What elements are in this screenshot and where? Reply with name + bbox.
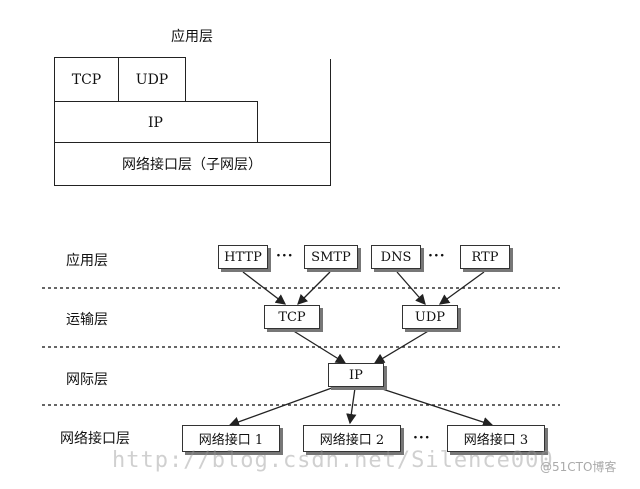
network-interface-3-box: 网络接口 3	[447, 425, 545, 452]
brand-label: @51CTO博客	[540, 460, 617, 474]
app-ellipsis-1: ···	[276, 248, 294, 264]
stack-application-layer: 应用层	[53, 12, 331, 59]
http-box: HTTP	[218, 245, 268, 269]
arrow-ip-iface3	[369, 384, 494, 428]
app-ellipsis-2: ···	[428, 248, 446, 264]
ip-label: IP	[349, 367, 363, 383]
layer-label-transport: 运输层	[66, 312, 108, 328]
protocol-stack-diagram: 应用层 TCP UDP IP 网络接口层（子网层）	[53, 12, 331, 186]
arrow-smtp-tcp	[297, 271, 331, 305]
smtp-label: SMTP	[311, 249, 351, 265]
udp-label: UDP	[414, 309, 446, 325]
tcp-label: TCP	[278, 309, 306, 325]
dns-box: DNS	[371, 245, 421, 269]
arrow-dns-udp	[396, 271, 426, 305]
tcp-box: TCP	[264, 305, 320, 329]
arrow-http-tcp	[242, 271, 287, 305]
rtp-label: RTP	[471, 249, 499, 265]
dns-label: DNS	[380, 249, 412, 265]
arrow-rtp-udp	[438, 271, 485, 305]
layer-label-internet: 网际层	[66, 372, 108, 388]
stack-udp-cell: UDP	[118, 57, 186, 103]
layer-label-network-interface: 网络接口层	[60, 431, 130, 447]
network-interface-1-label: 网络接口 1	[198, 433, 264, 448]
ip-box: IP	[328, 363, 384, 387]
http-label: HTTP	[224, 249, 262, 265]
network-interface-2-box: 网络接口 2	[303, 425, 401, 452]
arrow-ip-iface1	[228, 384, 341, 427]
interface-ellipsis: ···	[413, 430, 431, 446]
stack-network-interface-cell: 网络接口层（子网层）	[53, 142, 331, 186]
stack-ip-label: IP	[148, 114, 163, 131]
smtp-box: SMTP	[304, 245, 358, 269]
watermark-url: http://blog.csdn.net/Silence000	[112, 448, 554, 473]
stack-udp-label: UDP	[135, 72, 169, 88]
arrow-udp-ip	[373, 329, 431, 364]
arrow-tcp-ip	[291, 329, 347, 364]
udp-box: UDP	[402, 305, 458, 329]
network-interface-3-label: 网络接口 3	[463, 433, 529, 448]
network-interface-1-box: 网络接口 1	[182, 425, 280, 452]
network-interface-2-label: 网络接口 2	[319, 433, 385, 448]
stack-tcp-label: TCP	[71, 72, 102, 88]
layer-label-application: 应用层	[66, 253, 108, 269]
stack-application-label: 应用层	[171, 28, 213, 45]
rtp-box: RTP	[460, 245, 510, 269]
stack-network-interface-label: 网络接口层（子网层）	[122, 157, 262, 173]
arrow-ip-iface2	[346, 387, 357, 425]
